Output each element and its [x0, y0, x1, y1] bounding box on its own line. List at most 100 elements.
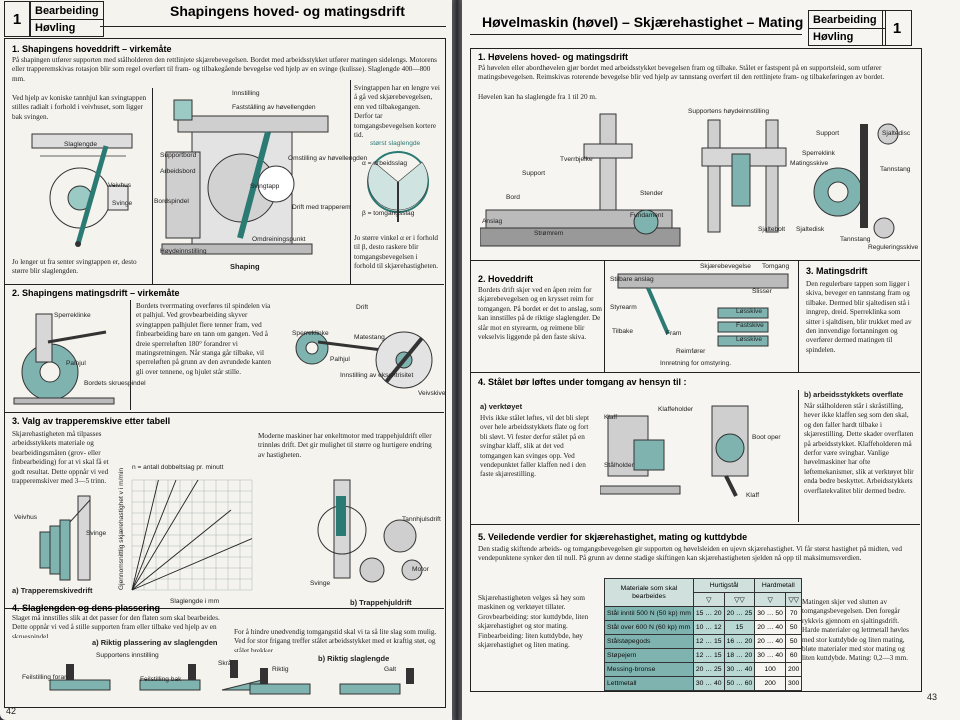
icon-fine-hm: ▽▽ — [784, 592, 803, 607]
label-palhjul-2: Palhjul — [330, 356, 350, 363]
label-drift-trapperem: Drift med trapperem — [292, 204, 351, 211]
r-section-4b-heading: b) arbeidsstykkets overflate — [804, 390, 904, 399]
label-supportbord: Supportbord — [160, 152, 197, 159]
r-section-4b-text: Når stålholderen står i skråstilling, he… — [804, 402, 914, 495]
col-hardmetall: Hardmetall — [754, 578, 803, 593]
section-3-text: Skjærehastigheten må tilpasses arbeidsst… — [12, 430, 109, 486]
cutting-speed-chart — [131, 479, 253, 591]
label-innstilling-eksentrisitet: Innstilling av eksentrisitet — [340, 372, 414, 379]
label-storst-slaglengde: størst slaglengde — [370, 140, 421, 147]
table-cell: 50 … 60 — [723, 676, 756, 691]
ratchet-figure — [13, 313, 115, 405]
r-section-2-heading: 2. Hoveddrift — [478, 274, 534, 284]
label-innstilling: Innstilling — [232, 90, 260, 97]
table-cell: 30 … 50 — [754, 606, 786, 621]
r-label-fundament: Fundament — [630, 212, 664, 219]
label-svinge-3a: Svinge — [86, 530, 107, 537]
table-cell-material: Messing-bronse — [604, 662, 694, 677]
r-section-1-text: På høvelen eller abordhøvelen gjør borde… — [478, 64, 885, 82]
table-cell: 70 — [784, 606, 803, 621]
r-label-matingsskive: Matingsskive — [790, 160, 829, 167]
shaping-caption: Shaping — [230, 262, 260, 271]
page-title-right: Høvelmaskin (høvel) – Skjærehastighet – … — [482, 14, 804, 30]
left-page: 1 Bearbeiding Høvling Shapingens hoved- … — [0, 0, 452, 720]
r-label-styrearm: Styrearm — [610, 304, 637, 311]
r-section-5-heading: 5. Veiledende verdier for skjærehastighe… — [478, 532, 748, 542]
r-label-losskive: Løsskive — [736, 308, 763, 315]
section-2-heading: 2. Shapingens matingsdrift – virkemåte — [12, 288, 180, 298]
label-drift: Drift — [356, 304, 369, 311]
table-cell: 30 … 40 — [723, 662, 756, 677]
r-label-sjaltedisk: Sjaltedisk — [796, 226, 825, 233]
chart-lines — [131, 479, 253, 591]
chart-ray — [131, 538, 253, 591]
label-veivhus-3: Veivhus — [14, 514, 38, 521]
table-cell: 60 — [784, 648, 803, 663]
r-section-1-heading: 1. Høvelens hoved- og matingsdrift — [478, 52, 629, 62]
tag-hovling: Høvling — [30, 19, 104, 37]
r-label-bord: Bord — [506, 194, 520, 201]
content-frame-right — [470, 48, 922, 692]
section-3-heading: 3. Valg av trapperemskive etter tabell — [12, 416, 171, 426]
cutting-speed-table: Materiale som skal bearbeides Hurtigstål… — [604, 578, 803, 691]
r-section-1-text2: Høvelen kan ha slaglengde fra 1 til 20 m… — [478, 93, 597, 101]
section-1-left-text: Ved hjelp av koniske tannhjul kan svingt… — [12, 94, 147, 121]
r-label-slisser: Slisser — [752, 288, 772, 295]
section-3-right-text: Moderne maskiner har enkeltmotor med tra… — [258, 432, 432, 459]
r-label-tilbake: Tilbake — [612, 328, 634, 335]
r-label-reimforer: Reimfører — [676, 348, 706, 355]
table-cell-material: Stål inntil 500 N (50 kp) mm — [604, 606, 694, 621]
r-label-sperreklink: Sperreklink — [802, 150, 835, 157]
section-2-text: Bordets tverrmating overføres til spinde… — [136, 302, 271, 376]
chart-xlabel: Slaglengde i mm — [170, 598, 220, 605]
table-cell: 12 … 15 — [692, 648, 725, 663]
table-cell: 100 — [754, 662, 786, 677]
reversing-figure — [617, 273, 789, 347]
label-veivhus: Veivhus — [108, 182, 132, 189]
r-label-tannstang: Tannstang — [880, 166, 911, 173]
r-section-2-text: Bordets drift skjer ved en åpen reim for… — [478, 286, 602, 342]
r-label-klaffeholder: Klaffeholder — [658, 406, 694, 413]
label-palhjul-1: Palhjul — [66, 360, 86, 367]
table-cell: 18 … 20 — [723, 648, 756, 663]
table-cell: 12 … 15 — [692, 634, 725, 649]
col-hurtigstal: Hurtigstål — [692, 578, 756, 593]
label-hoydeinnstilling: Høydeinnstilling — [160, 248, 207, 255]
label-matestang: Matestang — [354, 334, 385, 341]
r-label-reguleringsskive: Reguleringsskive — [868, 244, 919, 251]
r-label-boot-oper: Boot oper — [752, 434, 781, 441]
r-label-support: Support — [522, 170, 546, 177]
label-alpha: α = arbeidsslag — [362, 160, 408, 167]
chart-ray — [131, 479, 199, 591]
r-label-klaff: Klaff — [604, 414, 618, 421]
table-cell-material: Stålstøpegods — [604, 634, 694, 649]
r-section-4a-heading: a) verktøyet — [480, 402, 523, 411]
r-label-fram: Fram — [666, 330, 682, 337]
label-faststilling: Fastställing av høvellengden — [232, 104, 316, 111]
table-cell: 30 … 40 — [754, 648, 786, 663]
label-riktig: Riktig — [272, 666, 289, 673]
chart-top-label: n = antall dobbeltslag pr. minutt — [132, 464, 224, 471]
caption-b-trappehjuldrift: b) Trappehjuldrift — [350, 598, 412, 607]
content-frame — [4, 38, 446, 708]
table-cell: 15 — [723, 620, 756, 635]
section-4-right-text: For å hindre unødvendig tomgangstid skal… — [234, 628, 437, 652]
label-sperreklinke-1: Sperreklinke — [54, 312, 91, 319]
chapter-number: 1 — [4, 1, 30, 37]
r-section-3-text: Den regulerbare tappen som ligger i skiv… — [806, 280, 912, 354]
caption-4b: b) Riktig slaglengde — [318, 654, 390, 663]
r-section-5-right-text: Matingen skjer ved slutten av tomgangsbe… — [802, 598, 909, 663]
page-title: Shapingens hoved- og matingsdrift — [170, 3, 405, 19]
label-bordets-skruespindel: Bordets skruespindel — [84, 380, 146, 387]
r-label-stalholder: Stålholder — [604, 462, 634, 469]
label-motor: Motor — [412, 566, 429, 573]
table-cell-material: Lettmetall — [604, 676, 694, 691]
table-cell: 300 — [784, 676, 803, 691]
table-cell: 20 … 25 — [692, 662, 725, 677]
r-label-hoydeinnstilling: Supportens høydeinnstilling — [688, 108, 770, 115]
label-skra: Skrå — [218, 660, 232, 667]
label-feilstilling-foran: Feilstilling foran — [22, 674, 68, 681]
